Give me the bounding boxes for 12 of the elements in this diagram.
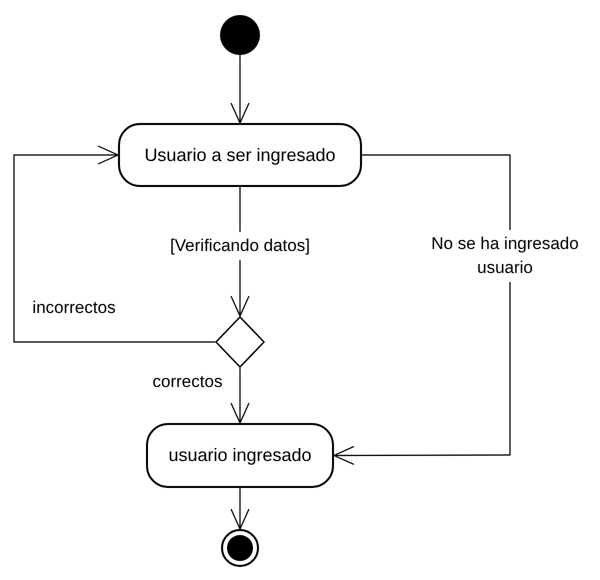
activity-box: Usuario a ser ingresado — [118, 123, 362, 187]
arrow — [230, 368, 250, 424]
initial-node — [220, 15, 260, 55]
edge-label: incorrectos — [32, 297, 116, 319]
activity-box: usuario ingresado — [146, 423, 334, 488]
final-node — [221, 529, 259, 567]
arrow — [230, 488, 250, 530]
edge-label: [Verificando datos] — [170, 232, 310, 260]
arrow — [230, 55, 250, 124]
edge-label: correctos — [152, 371, 222, 393]
arrow — [13, 145, 215, 343]
arrow — [333, 154, 511, 466]
